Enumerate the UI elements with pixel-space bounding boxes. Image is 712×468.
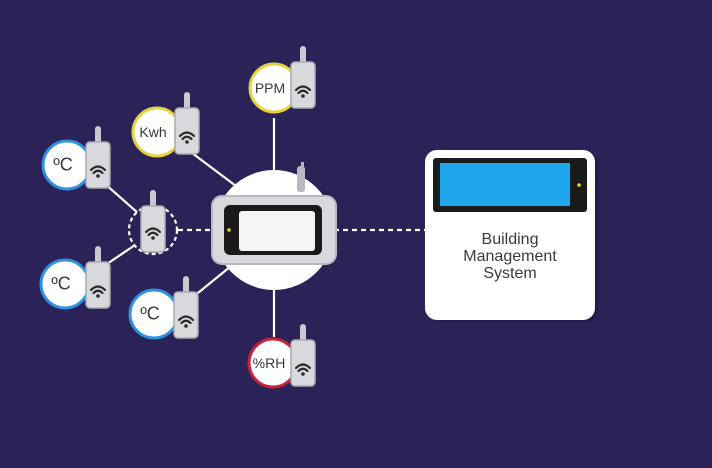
sensor-label-temperature-2: ºC: [51, 273, 71, 294]
sensor-temperature-1: [41, 126, 111, 191]
sensor-device: [85, 261, 111, 309]
sensor-label-energy: Kwh: [139, 124, 167, 140]
sensor-humidity: [247, 324, 316, 389]
sensor-device: [290, 61, 316, 109]
bms-screen: [440, 163, 570, 206]
link-gateway-energy: [187, 149, 237, 187]
antenna-icon: [297, 166, 305, 192]
gateway-screen: [239, 211, 315, 251]
sensor-label-humidity: %RH: [252, 355, 286, 371]
sensor-air-quality: [248, 46, 316, 114]
link-repeater-temp1: [103, 182, 139, 214]
bms-label-line-1: Building: [481, 231, 539, 248]
link-repeater-temp2: [103, 242, 139, 267]
sensor-label-temperature-1: ºC: [53, 154, 73, 175]
sensor-temperature-2: [39, 246, 111, 310]
sensor-label-air-quality: PPM: [254, 80, 286, 96]
repeater: [127, 190, 179, 256]
gateway: [211, 162, 337, 290]
sensor-device: [85, 141, 111, 189]
sensor-device: [174, 107, 200, 155]
bms-label: Building Management System: [425, 231, 595, 282]
building-management-system: [425, 150, 598, 322]
bms-led: [577, 183, 581, 187]
bms-label-line-3: System: [483, 265, 537, 282]
connections: [103, 118, 425, 337]
sensor-label-temperature-3: ºC: [140, 303, 160, 324]
bms-label-line-2: Management: [463, 248, 557, 265]
sensor-energy: [131, 92, 200, 158]
sensor-device: [290, 339, 316, 387]
sensor-device: [173, 291, 199, 339]
gateway-led: [227, 228, 231, 232]
sensor-layer: [39, 46, 316, 389]
sensor-temperature-3: [128, 276, 199, 340]
